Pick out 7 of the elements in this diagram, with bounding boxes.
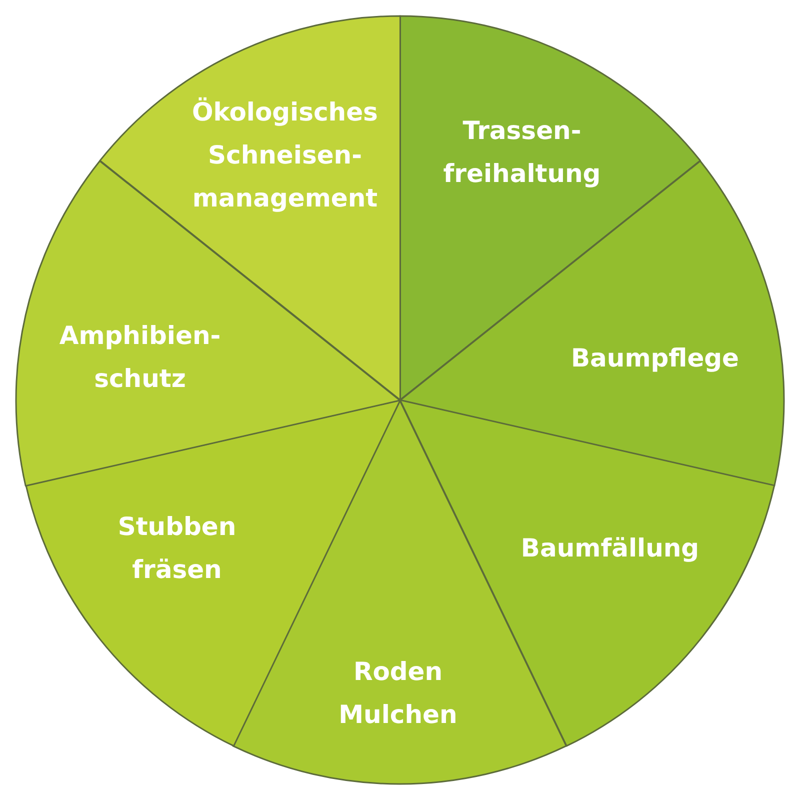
slice-label: Stubben fräsen	[118, 511, 236, 586]
slice-label: Baumfällung	[520, 532, 700, 564]
slice-label: Trassen- freihaltung	[443, 115, 601, 190]
slice-label: Roden Mulchen	[338, 656, 458, 731]
slice-label: Ökologisches Schneisen- management	[192, 96, 378, 214]
slice-label: Baumpflege	[571, 342, 739, 374]
slice-label: Amphibien- schutz	[59, 320, 221, 395]
